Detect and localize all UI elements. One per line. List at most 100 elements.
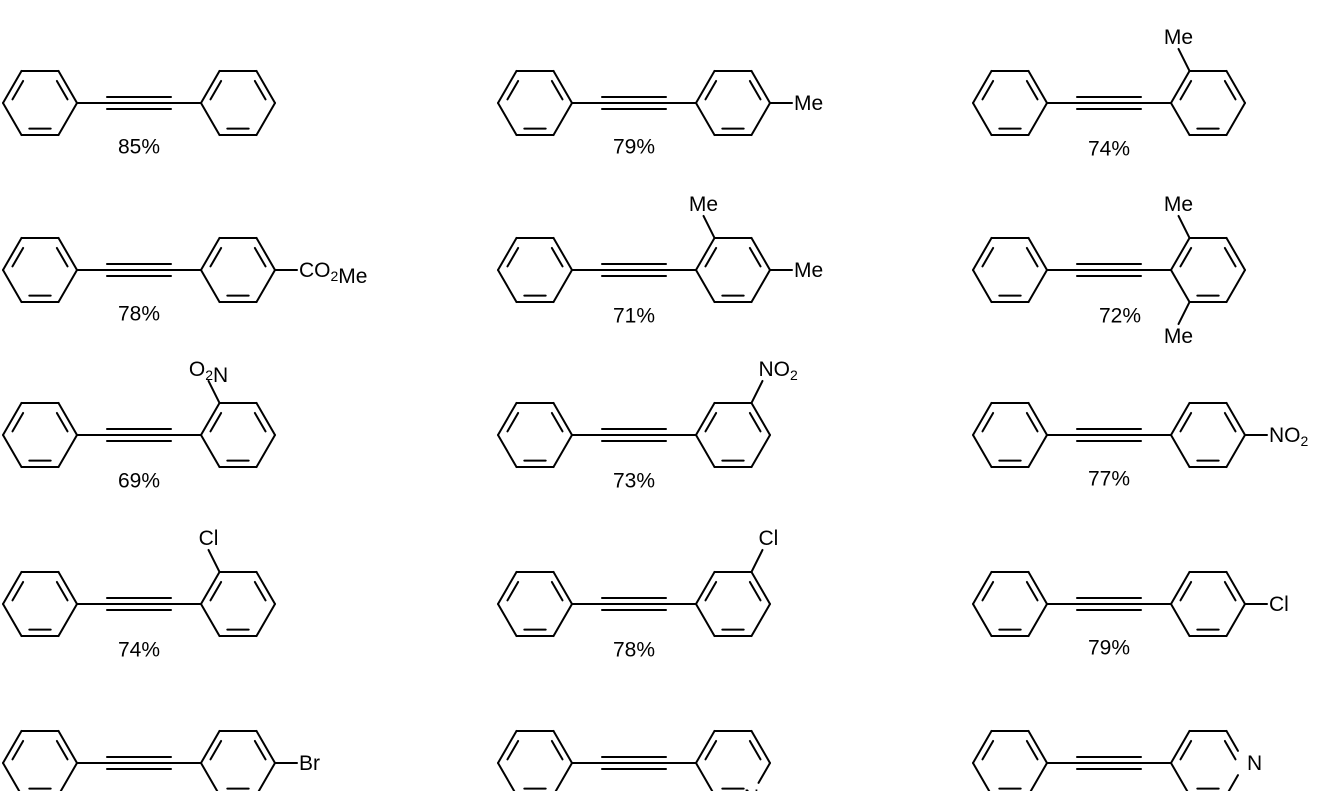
substituent-ortho: Me bbox=[1164, 192, 1193, 215]
ring-double-bond bbox=[550, 79, 564, 101]
ring-bond bbox=[1170, 102, 1191, 137]
ring-bond bbox=[1027, 102, 1048, 137]
ring-bond bbox=[972, 570, 993, 605]
compound-9: NO2 77% bbox=[972, 401, 1309, 491]
ring-bond bbox=[2, 69, 23, 104]
ring-bond bbox=[695, 401, 716, 436]
ring-bond bbox=[497, 102, 518, 137]
ring-double-bond bbox=[550, 739, 564, 761]
ring-double-bond bbox=[704, 79, 718, 101]
ring-bond bbox=[57, 102, 78, 137]
nitrogen-atom: N bbox=[744, 786, 759, 791]
ring-bond bbox=[1027, 69, 1048, 104]
ring-bond bbox=[1225, 434, 1246, 469]
ring-double-bond bbox=[506, 246, 520, 268]
ring-bond bbox=[972, 729, 993, 764]
yield-label: 79% bbox=[1088, 637, 1130, 660]
substituent-bond bbox=[750, 548, 764, 573]
ring-double-bond bbox=[1025, 580, 1039, 602]
compound-15: N79% bbox=[972, 729, 1262, 791]
ring-bond bbox=[695, 570, 716, 605]
ring-bond bbox=[552, 102, 573, 137]
ring-bond bbox=[497, 269, 518, 304]
ring-double-bond bbox=[1179, 246, 1193, 268]
ring-bond bbox=[1170, 434, 1191, 469]
ring-double-bond bbox=[550, 411, 564, 433]
ring-bond bbox=[972, 401, 993, 436]
ring-bond bbox=[200, 269, 221, 304]
ring-bond bbox=[695, 269, 716, 304]
yield-label: 77% bbox=[1088, 468, 1130, 491]
ring-bond bbox=[1027, 434, 1048, 469]
substituent-ortho: O2N bbox=[189, 357, 228, 386]
ring-double-bond bbox=[253, 739, 267, 761]
ring-double-bond bbox=[11, 79, 25, 101]
ring-bond bbox=[695, 603, 716, 638]
ring-bond bbox=[1225, 401, 1246, 436]
ring-bond bbox=[1225, 603, 1246, 638]
ring-bond bbox=[552, 603, 573, 638]
ring-bond bbox=[57, 570, 78, 605]
ring-bond bbox=[200, 570, 221, 605]
ring-double-bond bbox=[1223, 411, 1237, 433]
nitrogen-atom: N bbox=[1247, 752, 1262, 775]
ring-bond bbox=[255, 236, 276, 271]
ring-bond bbox=[695, 434, 716, 469]
ring-bond bbox=[255, 603, 276, 638]
ring-double-bond bbox=[550, 246, 564, 268]
ring-bond bbox=[1170, 269, 1191, 304]
ring-bond bbox=[2, 102, 23, 137]
ring-double-bond bbox=[981, 739, 995, 761]
ring-bond bbox=[750, 434, 771, 469]
ring-bond bbox=[552, 269, 573, 304]
ring-bond bbox=[257, 762, 276, 791]
ring-bond bbox=[750, 729, 771, 764]
yield-label: 72% bbox=[1099, 305, 1141, 328]
ring-double-bond bbox=[506, 411, 520, 433]
substituent-meta: NO2 bbox=[759, 357, 799, 383]
ring-bond bbox=[57, 236, 78, 271]
ring-bond bbox=[2, 570, 23, 605]
substituent-para: Me bbox=[794, 92, 823, 115]
ring-double-bond bbox=[704, 739, 718, 761]
ring-bond bbox=[750, 69, 771, 104]
ring-bond bbox=[200, 236, 221, 271]
ring-bond bbox=[255, 401, 276, 436]
ring-double-bond bbox=[55, 580, 69, 602]
ring-bond bbox=[750, 236, 771, 271]
ring-bond bbox=[552, 729, 573, 764]
ring-bond bbox=[200, 434, 221, 469]
ring-double-bond bbox=[1223, 246, 1237, 268]
ring-double-bond bbox=[1179, 580, 1193, 602]
yield-label: 78% bbox=[118, 303, 160, 326]
substituent-bond bbox=[750, 379, 764, 404]
ring-bond bbox=[750, 603, 771, 638]
ring-bond bbox=[255, 102, 276, 137]
ring-double-bond bbox=[506, 79, 520, 101]
substituent-ortho: Me bbox=[1164, 325, 1193, 348]
substituent-bond bbox=[1177, 47, 1191, 72]
ring-double-bond bbox=[1223, 79, 1237, 101]
ring-bond bbox=[497, 236, 518, 271]
ring-bond bbox=[1027, 603, 1048, 638]
ring-double-bond bbox=[1025, 411, 1039, 433]
ring-bond bbox=[552, 69, 573, 104]
substituent-bond bbox=[702, 214, 716, 239]
compound-13: Br81% bbox=[2, 729, 320, 791]
ring-double-bond bbox=[981, 411, 995, 433]
ring-bond bbox=[695, 69, 716, 104]
ring-double-bond bbox=[253, 246, 267, 268]
ring-bond bbox=[1027, 269, 1048, 304]
ring-bond bbox=[972, 269, 993, 304]
ring-bond bbox=[972, 69, 993, 104]
ring-double-bond bbox=[253, 411, 267, 433]
substituent-para: NO2 bbox=[1269, 424, 1309, 450]
ring-bond bbox=[552, 570, 573, 605]
substituent-para: CO2Me bbox=[299, 259, 367, 288]
ring-double-bond bbox=[209, 79, 223, 101]
substituent-bond bbox=[1177, 301, 1191, 326]
ring-double-bond bbox=[55, 246, 69, 268]
substituent-bond bbox=[1177, 214, 1191, 239]
ring-bond bbox=[2, 762, 21, 791]
